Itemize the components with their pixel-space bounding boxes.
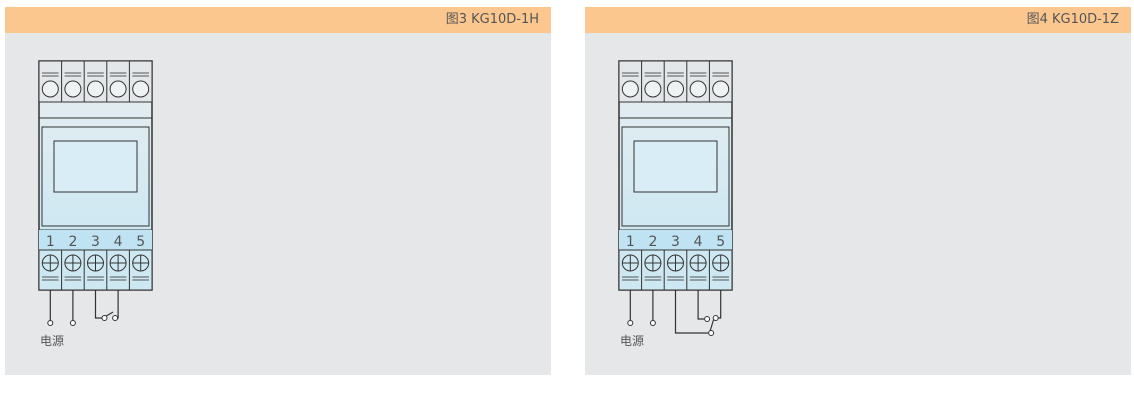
- top-terminal-screw: [667, 80, 684, 98]
- figure-title: 图3 KG10D-1H: [5, 7, 551, 33]
- power-label: 电源: [40, 334, 65, 348]
- top-terminal-screw: [689, 80, 707, 98]
- top-terminal-screw: [87, 80, 104, 98]
- terminal-number: 5: [136, 234, 145, 250]
- wire-terminal: [712, 315, 719, 321]
- top-terminal-screw: [41, 80, 59, 98]
- terminal-number: 4: [694, 234, 703, 250]
- top-terminal-screw: [712, 80, 730, 98]
- top-terminal-screw: [64, 80, 82, 98]
- display-window: [633, 140, 718, 193]
- display-window: [53, 140, 138, 193]
- front-panel: [621, 126, 730, 227]
- terminal-number: 3: [91, 234, 100, 250]
- wire-terminal: [627, 320, 634, 326]
- wire-terminal: [101, 315, 108, 321]
- terminal-number: 3: [671, 234, 680, 250]
- top-terminal-screw: [109, 80, 127, 98]
- power-wire: [629, 290, 654, 321]
- top-terminal-screw: [644, 80, 662, 98]
- terminal-number: 1: [46, 234, 55, 250]
- wire-terminal: [704, 316, 711, 322]
- terminal-number: 4: [114, 234, 123, 250]
- top-terminal-screw: [132, 80, 150, 98]
- wire-terminal: [708, 330, 715, 336]
- terminal-number: 5: [716, 234, 725, 250]
- front-panel: [41, 126, 150, 227]
- wire-terminal: [649, 320, 656, 326]
- terminal-number: 2: [648, 234, 657, 250]
- power-wire: [49, 290, 74, 321]
- wire-terminal: [47, 320, 54, 326]
- terminal-number: 1: [626, 234, 635, 250]
- contact-wire: [674, 290, 722, 334]
- top-terminal-screw: [621, 80, 639, 98]
- contact-wire: [94, 290, 119, 319]
- terminal-number: 2: [68, 234, 77, 250]
- wire-terminal: [112, 315, 119, 321]
- wire-terminal: [69, 320, 76, 326]
- power-label: 电源: [620, 334, 645, 348]
- figure-title: 图4 KG10D-1Z: [585, 7, 1131, 33]
